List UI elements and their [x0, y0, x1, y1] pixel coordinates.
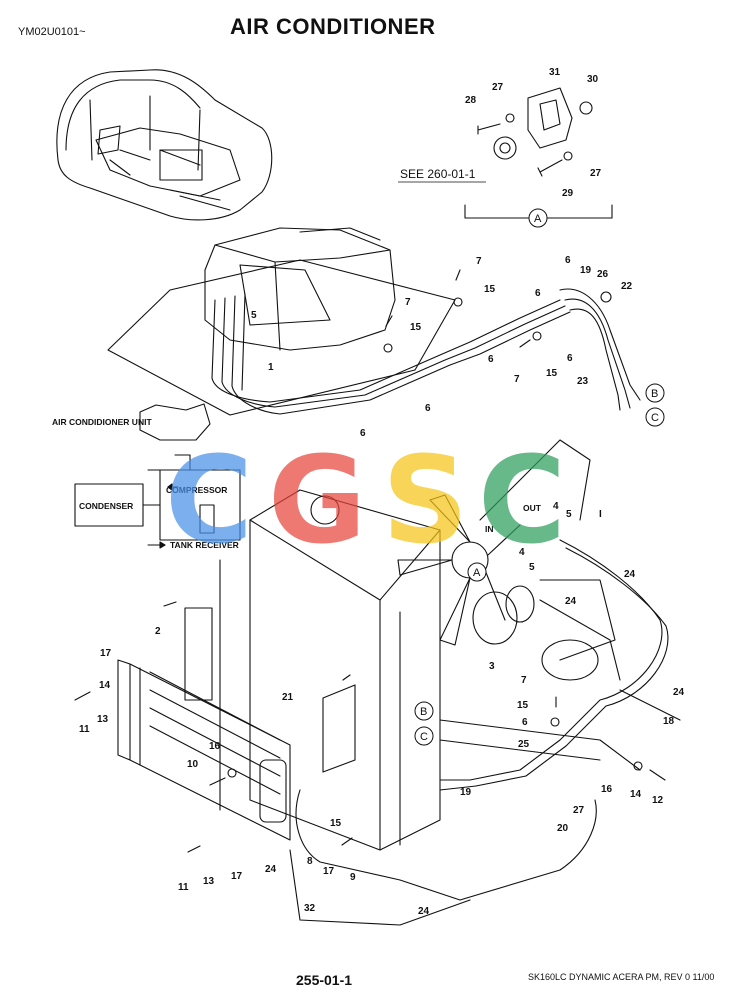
callout-c14b: 14: [630, 789, 642, 800]
callout-c6a: 6: [565, 255, 571, 266]
callout-c24b: 24: [565, 596, 577, 607]
callout-c9: 9: [350, 872, 356, 883]
callout-c27c: 27: [573, 805, 585, 816]
callout-c5c: 5: [529, 562, 535, 573]
callout-c2: 2: [155, 626, 161, 637]
callout-c10: 10: [187, 759, 199, 770]
callout-c7d: 7: [521, 675, 527, 686]
callout-c13b: 13: [203, 876, 215, 887]
callout-c4b: 4: [519, 547, 525, 558]
detail-a-bracket-assembly: [464, 87, 613, 219]
callout-c24a: 24: [624, 569, 636, 580]
callout-c8: 8: [307, 856, 313, 867]
schematic-label-condenser: CONDENSER: [79, 501, 133, 511]
circle-label-c-lower: C: [420, 731, 428, 743]
circle-label-a-inset: A: [534, 213, 542, 225]
callout-c6d: 6: [425, 403, 431, 414]
refrigerant-hoses-illustration: [289, 539, 681, 926]
callout-c13a: 13: [97, 714, 109, 725]
callout-c16a: 16: [209, 741, 221, 752]
see-reference-label: SEE 260-01-1: [400, 167, 476, 181]
watermark-letter-2: S: [382, 432, 468, 571]
callout-c1: 1: [268, 362, 274, 373]
callout-c7a: 7: [476, 256, 482, 267]
callout-c14a: 14: [99, 680, 111, 691]
callout-c6f: 6: [535, 288, 541, 299]
port-label-in: IN: [485, 524, 494, 534]
callout-c15c: 15: [546, 368, 558, 379]
condenser-frame-illustration: [117, 489, 441, 851]
engine-fan-compressor-illustration: [397, 439, 621, 681]
callout-c27a: 27: [492, 82, 504, 93]
callout-c26: 26: [597, 269, 609, 280]
callout-c18: 18: [663, 716, 675, 727]
callout-c17b: 17: [231, 871, 243, 882]
callout-c27b: 27: [590, 168, 602, 179]
watermark-letter-0: C: [165, 432, 253, 571]
document-code: YM02U0101~: [18, 26, 86, 38]
circle-label-a-engine: A: [473, 567, 481, 579]
circle-label-b-upper: B: [651, 388, 658, 400]
callout-c30: 30: [587, 74, 599, 85]
callout-c20: 20: [557, 823, 569, 834]
callout-c19a: 19: [580, 265, 592, 276]
callout-c6b: 6: [488, 354, 494, 365]
circled-references: A B C A B C: [414, 208, 665, 746]
watermark-letter-1: G: [268, 432, 367, 571]
callout-c6e: 6: [360, 428, 366, 439]
excavator-overview-illustration: [56, 69, 273, 221]
callout-c11a: 11: [79, 724, 90, 735]
schematic-label-unit: AIR CONDIDIONER UNIT: [52, 417, 152, 427]
callout-c11b: 11: [178, 882, 189, 893]
callout-c19b: 19: [460, 787, 472, 798]
callout-c5b: 5: [566, 509, 572, 520]
callout-c15a: 15: [484, 284, 496, 295]
callout-c15b: 15: [410, 322, 422, 333]
callout-c22: 22: [621, 281, 633, 292]
port-label-out: OUT: [523, 503, 542, 513]
callout-c24c: 24: [673, 687, 685, 698]
callout-c17a: 17: [100, 648, 112, 659]
callout-c24d: 24: [265, 864, 277, 875]
callout-c7b: 7: [405, 297, 411, 308]
callout-c23: 23: [577, 376, 589, 387]
callout-c16b: 16: [601, 784, 613, 795]
callout-c4a: 4: [553, 501, 559, 512]
callout-c29: 29: [562, 188, 574, 199]
callout-c15e: 15: [330, 818, 342, 829]
page-title: AIR CONDITIONER: [230, 14, 436, 39]
circle-label-b-lower: B: [420, 706, 427, 718]
callout-c6g: 6: [522, 717, 528, 728]
callout-c32: 32: [304, 903, 316, 914]
schematic-label-tank-receiver: TANK RECEIVER: [170, 540, 239, 550]
callout-c28: 28: [465, 95, 477, 106]
callout-c12: 12: [652, 795, 664, 806]
callout-c5a: 5: [251, 310, 257, 321]
revision-note: SK160LC DYNAMIC ACERA PM, REV 0 11/00: [528, 972, 715, 982]
callout-cI: I: [599, 509, 602, 520]
air-conditioner-unit-illustration: [107, 227, 641, 416]
circle-label-c-upper: C: [651, 412, 659, 424]
callout-c7c: 7: [514, 374, 520, 385]
callout-c24e: 24: [418, 906, 430, 917]
callout-c15d: 15: [517, 700, 529, 711]
refrigerant-flow-schematic: [74, 403, 241, 549]
page-number: 255-01-1: [296, 972, 353, 988]
callout-c25: 25: [518, 739, 530, 750]
callout-c31: 31: [549, 67, 561, 78]
fastener-symbols: [74, 269, 666, 853]
schematic-label-compressor: COMPRESSOR: [166, 485, 227, 495]
callout-c17c: 17: [323, 866, 335, 877]
callout-c21: 21: [282, 692, 294, 703]
watermark-letter-3: C: [478, 432, 566, 571]
callout-c6c: 6: [567, 353, 573, 364]
callout-c3: 3: [489, 661, 495, 672]
